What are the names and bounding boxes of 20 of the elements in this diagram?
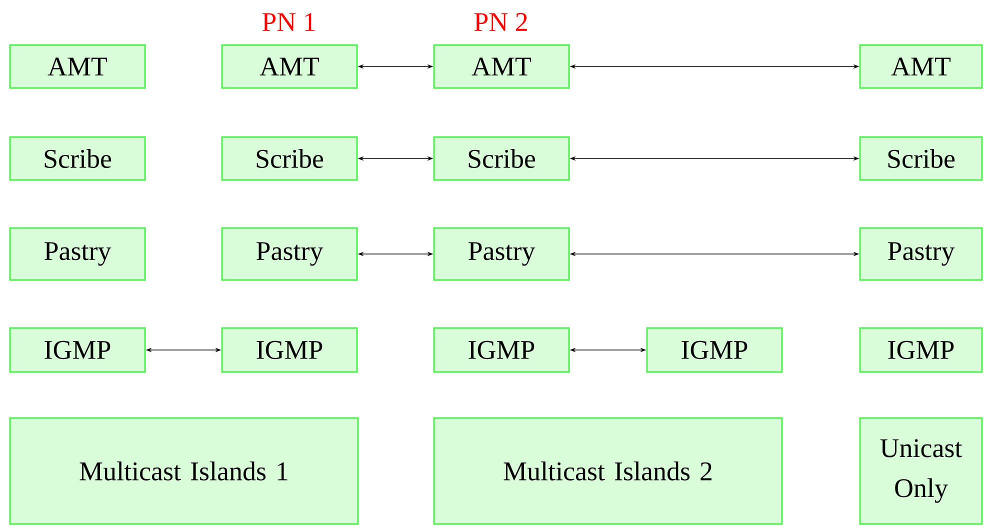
process-box: AMT	[9, 44, 146, 89]
process-box: IGMP	[221, 327, 358, 373]
process-box: Pastry	[859, 227, 983, 281]
process-box: IGMP	[433, 327, 570, 373]
process-box: Scribe	[433, 136, 570, 181]
process-box: IGMP	[646, 327, 783, 373]
process-box: AMT	[859, 44, 983, 89]
process-box: Scribe	[9, 136, 146, 181]
process-box: Scribe	[859, 136, 983, 181]
process-box: IGMP	[9, 327, 146, 373]
process-box: AMT	[433, 44, 570, 89]
process-box: Multicast Islands 1	[9, 417, 359, 525]
process-box: Pastry	[433, 227, 570, 281]
process-box: Scribe	[221, 136, 358, 181]
process-box: IGMP	[859, 327, 983, 373]
process-box: Unicast Only	[859, 417, 983, 525]
process-box: AMT	[221, 44, 358, 89]
process-box: Pastry	[221, 227, 358, 281]
process-box: Multicast Islands 2	[433, 417, 783, 525]
process-box: Pastry	[9, 227, 146, 281]
